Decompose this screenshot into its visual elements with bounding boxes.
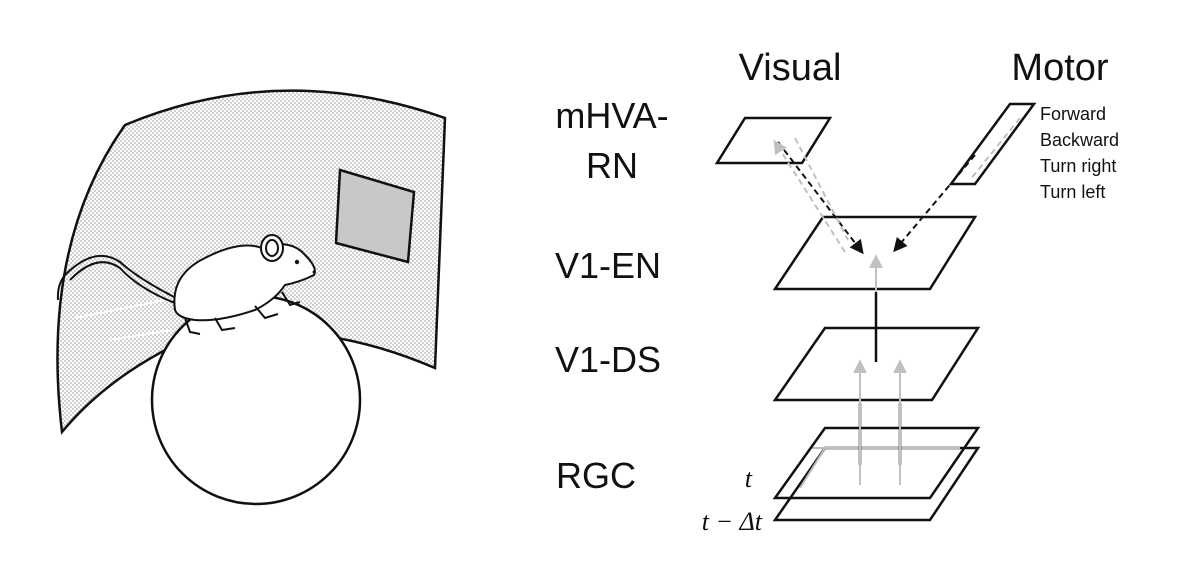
vr-setup-illustration (56, 89, 447, 506)
motor-to-v1en-dashed-arrow (893, 154, 976, 253)
layer-label-rgc: RGC (556, 455, 636, 496)
v1-ds-plane (772, 326, 981, 402)
v1-en-plane (772, 215, 978, 291)
rgc-plane-previous-hidden-edge (799, 447, 826, 489)
layer-label-mhva-line2: RN (586, 145, 638, 186)
motor-command-turn-right: Turn right (1040, 156, 1116, 176)
rgc-plane-current (772, 426, 981, 500)
motor-faint-dashed-line (969, 117, 1021, 181)
treadmill-ball (150, 294, 362, 506)
screen-stimulus-patch (334, 168, 416, 264)
visual-column-heading: Visual (739, 47, 842, 89)
mhva-to-v1en-dashed-arrow-2 (794, 137, 849, 241)
time-label-current: t (745, 464, 753, 493)
mhva-to-v1en-dashed-arrow (777, 141, 864, 255)
motor-command-backward: Backward (1040, 130, 1119, 150)
layer-label-v1-ds: V1-DS (555, 339, 661, 380)
v1en-to-mhva-dashed-arrow-gray (773, 139, 846, 253)
time-label-previous: t − Δt (702, 507, 763, 536)
motor-command-list: Forward Backward Turn right Turn left (1040, 104, 1119, 202)
mouse-drawing (56, 234, 316, 335)
motor-command-turn-left: Turn left (1040, 182, 1105, 202)
layer-label-mhva-line1: mHVA- (555, 95, 668, 136)
motor-command-forward: Forward (1040, 104, 1106, 124)
layer-label-v1-en: V1-EN (555, 245, 661, 286)
motor-plane (948, 102, 1037, 186)
motor-column-heading: Motor (1011, 47, 1108, 89)
network-diagram: Visual Motor mHVA- RN V1-EN V1-DS RGC Fo… (555, 47, 1119, 536)
rgc-plane-previous (772, 446, 981, 522)
mhva-rn-plane (714, 116, 833, 165)
